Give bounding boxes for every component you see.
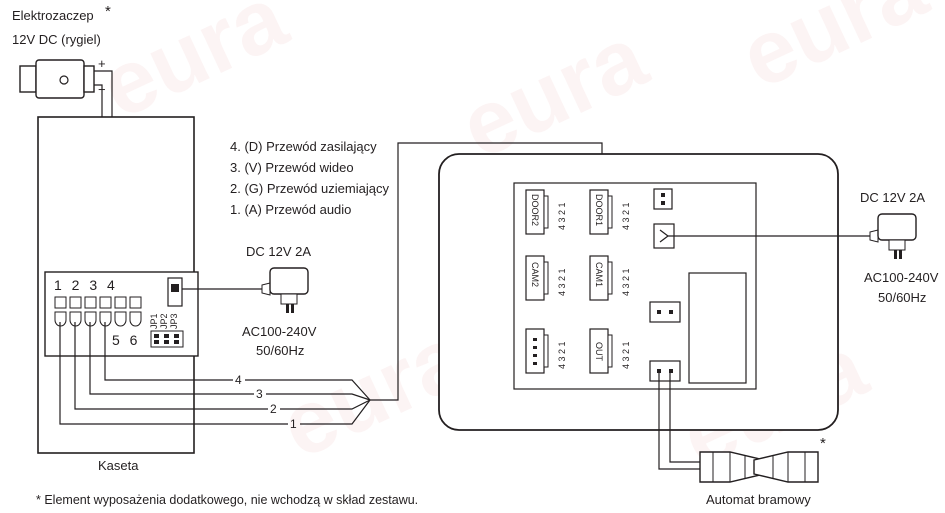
gate-automation: * Automat bramowy [658, 371, 826, 507]
wire-number-3: 3 [256, 387, 263, 401]
screw-5-icon [114, 311, 127, 327]
watermark-text-3: eura [726, 0, 941, 108]
psu-right: DC 12V 2A AC100-240V 50/60Hz [668, 190, 939, 305]
wire-number-1: 1 [290, 417, 297, 431]
wire-3 [89, 322, 254, 395]
kaseta-jumpers: JP1 JP2 JP3 [149, 313, 184, 348]
connector-pins-cam1: 4 3 2 1 [621, 268, 631, 296]
connector-label-cam2: CAM2 [530, 262, 540, 287]
strike-title-line1: Elektrozaczep [12, 8, 94, 23]
terminal-4 [99, 296, 112, 309]
terminal-5 [114, 296, 127, 309]
wire-number-2: 2 [270, 402, 277, 416]
kaseta-bottom-terminal-numbers: 5 6 [112, 332, 140, 348]
gate-wire-a [658, 371, 700, 470]
kaseta-terminals [54, 296, 142, 327]
connector-pins-cam2: 4 3 2 1 [557, 268, 567, 296]
kaseta: 1 2 3 4 5 6 JP1 JP2 JP3 [37, 116, 199, 473]
psu-left-rating: DC 12V 2A [246, 244, 311, 259]
monitor-connector-door2: DOOR2 4 3 2 1 [525, 189, 567, 235]
wire-2b [280, 399, 371, 410]
wire-2 [74, 322, 268, 410]
psu-right-adapter-base [888, 239, 906, 251]
strike-plus: + [98, 56, 106, 71]
psu-left-adapter-icon [269, 267, 309, 295]
psu-left-adapter-base [280, 293, 298, 305]
gate-wire-b [669, 371, 700, 463]
psu-right-rating: DC 12V 2A [860, 190, 925, 205]
connector-label-door2: DOOR2 [530, 194, 540, 226]
monitor-connector-cam2: CAM2 4 3 2 1 [525, 255, 567, 301]
wire-4b [245, 379, 371, 401]
wire-1b [300, 399, 371, 425]
screw-1-icon [54, 311, 67, 327]
terminal-1 [54, 296, 67, 309]
monitor-connector-out: OUT 4 3 2 1 [589, 328, 631, 374]
wire-legend-item-1: 1. (A) Przewód audio [230, 202, 351, 217]
wire-legend-item-3: 3. (V) Przewód wideo [230, 160, 354, 175]
wire-3b [266, 393, 371, 401]
monitor-2pin-block-1 [653, 188, 673, 210]
connector-pins-out: 4 3 2 1 [621, 341, 631, 369]
psu-right-plug [869, 229, 879, 243]
jumper-label-jp2: JP2 [159, 313, 169, 329]
monitor-connector-unlabeled: 4 3 2 1 [525, 328, 567, 374]
psu-right-adapter-icon [877, 213, 917, 241]
monitor: DOOR2 4 3 2 1 DOOR1 4 3 2 1 CAM2 4 3 2 1… [438, 153, 839, 431]
monitor-empty-slot [688, 272, 747, 384]
psu-right-mains-line1: AC100-240V [864, 270, 939, 285]
kaseta-top-terminal-numbers: 1 2 3 4 [54, 277, 118, 293]
kaseta-power-pin [171, 284, 179, 292]
terminal-6 [129, 296, 142, 309]
jumper-label-jp1: JP1 [149, 313, 159, 329]
connector-pins-unlabeled: 4 3 2 1 [557, 341, 567, 369]
strike-title-star: * [105, 3, 111, 20]
wire-legend-item-4: 4. (D) Przewód zasilający [230, 139, 377, 154]
monitor-gate-socket [649, 360, 681, 382]
psu-left-mains-line1: AC100-240V [242, 324, 317, 339]
psu-left: DC 12V 2A AC100-240V 50/60Hz [182, 244, 317, 358]
terminal-2 [69, 296, 82, 309]
connector-label-cam1: CAM1 [594, 262, 604, 287]
psu-left-mains-line2: 50/60Hz [256, 343, 304, 358]
strike-plate [19, 65, 37, 93]
strike-title-line2: 12V DC (rygiel) [12, 32, 101, 47]
monitor-connector-door1: DOOR1 4 3 2 1 [589, 189, 631, 235]
watermark-text-2: eura [446, 7, 661, 178]
strike-terminal-block [83, 65, 95, 93]
connector-label-out: OUT [594, 342, 604, 362]
screw-4-icon [99, 311, 112, 327]
kaseta-label: Kaseta [98, 458, 139, 473]
connector-label-door1: DOOR1 [594, 194, 604, 226]
terminal-3 [84, 296, 97, 309]
wire-number-4: 4 [235, 373, 242, 387]
gate-star: * [820, 435, 826, 452]
wire-legend-item-2: 2. (G) Przewód uziemiający [230, 181, 389, 196]
jumper-label-jp3: JP3 [169, 313, 179, 329]
screw-6-icon [129, 311, 142, 327]
gate-label: Automat bramowy [706, 492, 811, 507]
jumper-block [150, 330, 184, 348]
connector-pins-door2: 4 3 2 1 [557, 202, 567, 230]
screw-3-icon [84, 311, 97, 327]
monitor-2pin-block-2 [649, 301, 681, 323]
monitor-connector-cam1: CAM1 4 3 2 1 [589, 255, 631, 301]
psu-left-plug [261, 282, 271, 296]
connector-pins-door1: 4 3 2 1 [621, 202, 631, 230]
strike-screw-icon [59, 75, 69, 85]
wire-legend: 4. (D) Przewód zasilający 3. (V) Przewód… [230, 139, 389, 217]
psu-right-mains-line2: 50/60Hz [878, 290, 926, 305]
screw-2-icon [69, 311, 82, 327]
wire-1 [59, 322, 288, 425]
wire-4 [104, 322, 233, 381]
footnote: * Element wyposażenia dodatkowego, nie w… [36, 493, 418, 507]
